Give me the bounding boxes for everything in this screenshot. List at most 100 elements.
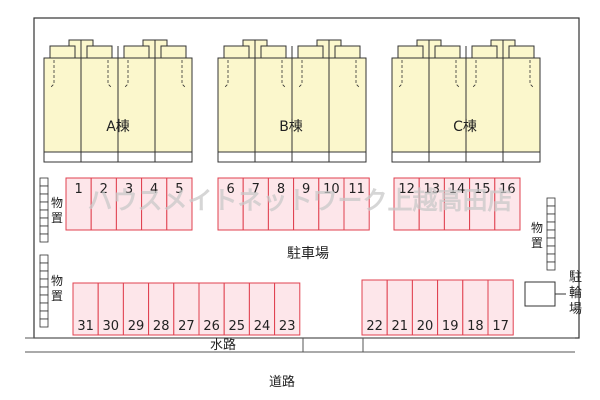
building-a-label: A棟 [106, 119, 130, 135]
parking-space-14 [443, 177, 471, 231]
bike-label-char: 場 [569, 302, 582, 317]
road-label: 道路 [269, 374, 295, 390]
bicycle-parking-label: 駐輪場 [569, 270, 582, 317]
building-c-dashed-2 [455, 60, 461, 89]
storage-label-2-char: 物 [51, 274, 63, 288]
building-a-roof-1 [49, 45, 76, 59]
parking-space-label-16: 16 [499, 182, 516, 197]
bicycle-parking-box [524, 281, 556, 307]
parking-space-label-20: 20 [417, 319, 434, 334]
storage-label-1-char: 物 [51, 196, 63, 210]
storage-label-left-lower: 物置 [51, 274, 63, 303]
storage-right-box-7 [546, 245, 556, 255]
parking-space-28 [148, 282, 175, 336]
parking-space-label-29: 29 [128, 319, 145, 334]
parking-space-label-23: 23 [279, 319, 296, 334]
parking-space-7 [242, 177, 269, 231]
building-c-roof-2 [434, 45, 461, 59]
building-c-dashed-3 [471, 60, 477, 89]
parking-space-23 [274, 282, 301, 336]
parking-space-27 [173, 282, 200, 336]
parking-space-24 [248, 282, 276, 336]
storage-left-lower-box-4 [39, 278, 49, 288]
parking-space-label-24: 24 [254, 319, 271, 334]
parking-lot-label: 駐車場 [287, 245, 329, 262]
building-c-roof-3 [471, 45, 498, 59]
parking-space-label-7: 7 [252, 182, 260, 197]
parking-space-label-4: 4 [150, 182, 158, 197]
building-a-dashed-4 [181, 60, 187, 89]
storage-right-box-8 [546, 253, 556, 263]
bike-label-char: 駐 [569, 270, 582, 285]
storage-right-box-9 [546, 261, 556, 271]
storage-left-upper-box-5 [39, 209, 49, 219]
parking-space-label-21: 21 [392, 319, 409, 334]
building-a-dashed-3 [123, 60, 129, 89]
building-b-roof-4 [334, 45, 361, 59]
storage-right-box-6 [546, 237, 556, 247]
parking-space-31 [72, 282, 99, 336]
building-c-dashed-4 [529, 60, 535, 89]
parking-space-2 [90, 177, 117, 231]
storage-label-right: 物置 [531, 221, 543, 250]
parking-space-21 [386, 279, 413, 336]
parking-space-label-2: 2 [100, 182, 108, 197]
storage-left-upper-box-6 [39, 217, 49, 227]
storage-left-upper-box-2 [39, 185, 49, 195]
waterway-label: 水路 [210, 337, 236, 353]
watermark: ハウスメイトネットワーク上越高田店 [87, 186, 512, 215]
parking-space-22 [361, 279, 388, 336]
parking-space-label-25: 25 [229, 319, 246, 334]
parking-space-label-12: 12 [398, 182, 415, 197]
parking-space-label-14: 14 [449, 182, 466, 197]
building-b-label: B棟 [279, 119, 303, 135]
parking-space-29 [122, 282, 150, 336]
parking-space-label-28: 28 [153, 319, 170, 334]
parking-space-9 [293, 177, 320, 231]
storage-shed-left-lower [39, 254, 49, 328]
parking-space-label-6: 6 [226, 182, 234, 197]
storage-left-upper-box-4 [39, 201, 49, 211]
building-a-dashed-2 [107, 60, 113, 89]
parking-space-label-19: 19 [442, 319, 459, 334]
parking-space-label-11: 11 [348, 182, 365, 197]
parking-space-18 [462, 279, 489, 336]
building-c-dashed-1 [397, 60, 403, 89]
building-c-roof-1 [397, 45, 424, 59]
parking-space-26 [198, 282, 225, 336]
bike-label-char: 輪 [569, 285, 582, 301]
parking-space-label-17: 17 [492, 319, 509, 334]
parking-space-label-5: 5 [175, 182, 183, 197]
building-c [391, 39, 541, 163]
parking-space-label-31: 31 [77, 319, 94, 334]
parking-space-label-27: 27 [178, 319, 195, 334]
parking-space-16 [494, 177, 521, 231]
parking-space-11 [343, 177, 370, 231]
building-b-dashed-4 [355, 60, 361, 89]
parking-space-label-18: 18 [467, 319, 484, 334]
building-c-label: C棟 [453, 119, 477, 135]
storage-right-box-4 [546, 221, 556, 231]
parking-space-20 [411, 279, 439, 336]
building-b-dashed-1 [223, 60, 229, 89]
parking-space-label-9: 9 [302, 182, 310, 197]
building-b-dashed-2 [281, 60, 287, 89]
storage-shed-right [546, 197, 556, 271]
parking-space-5 [166, 177, 193, 231]
parking-space-30 [97, 282, 124, 336]
building-a [43, 39, 193, 163]
storage-left-upper-box-1 [39, 177, 49, 187]
parking-space-label-22: 22 [366, 319, 383, 334]
storage-left-upper-box-3 [39, 193, 49, 203]
storage-label-left-upper: 物置 [51, 196, 63, 225]
storage-left-lower-box-9 [39, 318, 49, 328]
parking-row-lower-right: 22 21 20 19 18 17 [361, 279, 514, 336]
parking-space-25 [223, 282, 250, 336]
building-b [217, 39, 367, 163]
building-b-roof-3 [297, 45, 324, 59]
storage-right-box-1 [546, 197, 556, 207]
parking-space-label-3: 3 [125, 182, 133, 197]
